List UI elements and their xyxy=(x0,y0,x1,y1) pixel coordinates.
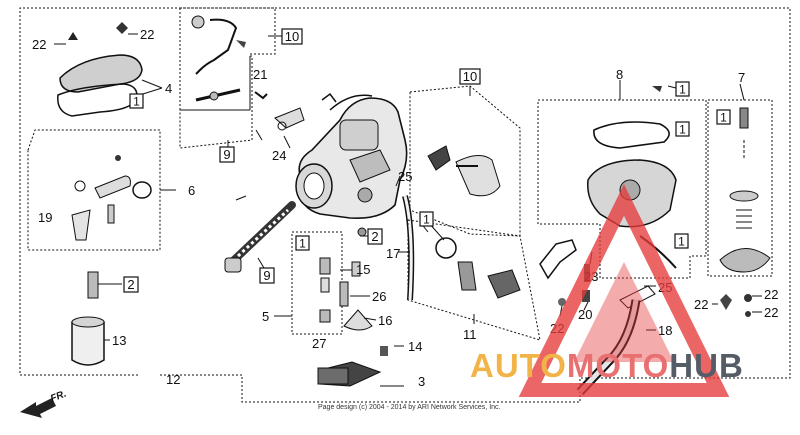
part-label-22: 22 xyxy=(694,297,708,312)
part-label-19: 19 xyxy=(38,210,52,225)
box-label-9-lower: 9 xyxy=(259,267,275,284)
part-label-6: 6 xyxy=(188,183,195,198)
part-label-18: 18 xyxy=(658,323,672,338)
part-label-15: 15 xyxy=(356,262,370,277)
box-label-text: 1 xyxy=(720,111,727,125)
box-label-text: 1 xyxy=(299,237,306,251)
box-label-text: 1 xyxy=(133,95,140,109)
pilot-screw-parts xyxy=(195,88,241,102)
part-label-9-lower: 9 xyxy=(263,268,270,283)
boxed-number-labels: 10 9 10 2 9 2 xyxy=(123,28,481,293)
part-label-21: 21 xyxy=(253,67,267,82)
main-frame-outline xyxy=(19,7,791,403)
throttle-linkage xyxy=(191,15,246,75)
fr-label: FR. xyxy=(49,389,68,405)
part-label-22: 22 xyxy=(764,287,778,302)
part-label-22: 22 xyxy=(764,305,778,320)
drain-screw-parts xyxy=(317,346,404,387)
idle-screw-parts xyxy=(254,91,305,131)
part-label-3: 3 xyxy=(418,374,425,389)
float-parts xyxy=(71,155,152,241)
box-label-10-upper: 10 xyxy=(281,28,303,45)
part-label-24: 24 xyxy=(272,148,286,163)
slow-jet-parts xyxy=(339,227,373,331)
part-label-2-lower: 2 xyxy=(127,277,134,292)
watermark-hub: HUB xyxy=(669,347,744,384)
breather-hose xyxy=(402,195,415,301)
front-direction-arrow: FR. xyxy=(20,389,68,418)
watermark-auto: AUTO xyxy=(470,347,567,384)
box-label-1-8b: 1 xyxy=(675,121,690,137)
box-label-1-cover: 1 xyxy=(129,93,144,109)
box-label-1-8a: 1 xyxy=(675,81,690,97)
group-box-6 xyxy=(27,129,161,251)
part-label-22: 22 xyxy=(32,37,46,52)
part-label-5: 5 xyxy=(262,309,269,324)
accelerator-pump-parts xyxy=(435,237,521,299)
box-label-9-upper: 9 xyxy=(219,146,235,163)
part-label-22: 22 xyxy=(140,27,154,42)
part-label-16: 16 xyxy=(378,313,392,328)
part-label-10-right: 10 xyxy=(463,69,477,84)
part-label-4: 4 xyxy=(165,81,172,96)
group-box-5 xyxy=(291,231,343,335)
carburetor-body xyxy=(295,92,408,220)
box-label-1-7: 1 xyxy=(716,109,731,125)
box-label-text: 1 xyxy=(679,123,686,137)
main-jet-part xyxy=(87,271,122,299)
fuel-hose xyxy=(576,299,641,396)
part-label-11: 11 xyxy=(463,327,477,342)
group-box-9-upper xyxy=(179,55,253,149)
group-float-cover xyxy=(57,22,163,117)
screw-parts-right xyxy=(720,294,752,317)
box-label-1-8c: 1 xyxy=(674,233,689,249)
part-label-27: 27 xyxy=(312,336,326,351)
watermark-logo xyxy=(518,184,730,397)
box-label-10-right: 10 xyxy=(459,68,481,85)
watermark-moto: MOTO xyxy=(566,347,670,384)
part-label-12: 12 xyxy=(166,372,180,387)
box-label-text: 1 xyxy=(679,83,686,97)
part-label-2-upper: 2 xyxy=(371,229,378,244)
part-label-14: 14 xyxy=(408,339,422,354)
box-label-2-lower: 2 xyxy=(123,276,139,293)
part-label-26: 26 xyxy=(372,289,386,304)
part-label-7: 7 xyxy=(738,70,745,85)
boxed-labels: 1 1 1 1 1 1 1 xyxy=(129,81,731,251)
float-bowl xyxy=(71,316,110,366)
part-label-9-upper: 9 xyxy=(223,147,230,162)
group-box-8 xyxy=(537,99,707,279)
copyright-text: Page design (c) 2004 - 2014 by ARI Netwo… xyxy=(318,404,501,411)
part-label-20: 20 xyxy=(578,307,592,322)
group-box-7 xyxy=(707,99,773,277)
box-label-text: 1 xyxy=(678,235,685,249)
part-label-13: 13 xyxy=(112,333,126,348)
throttle-valve-assembly xyxy=(224,201,296,273)
watermark-text: AUTOMOTOHUB xyxy=(470,347,744,385)
part-label-10-upper: 10 xyxy=(285,29,299,44)
part-label-8: 8 xyxy=(616,67,623,82)
choke-assembly xyxy=(427,145,501,197)
part-label-25: 25 xyxy=(398,169,412,184)
box-label-1-11: 1 xyxy=(419,211,434,227)
part-label-17: 17 xyxy=(386,246,400,261)
diaphragm-parts xyxy=(719,107,771,273)
needle-jet-parts xyxy=(319,257,331,323)
box-label-2-upper: 2 xyxy=(367,228,383,245)
box-label-1-5: 1 xyxy=(295,235,310,251)
box-label-text: 1 xyxy=(423,213,430,227)
